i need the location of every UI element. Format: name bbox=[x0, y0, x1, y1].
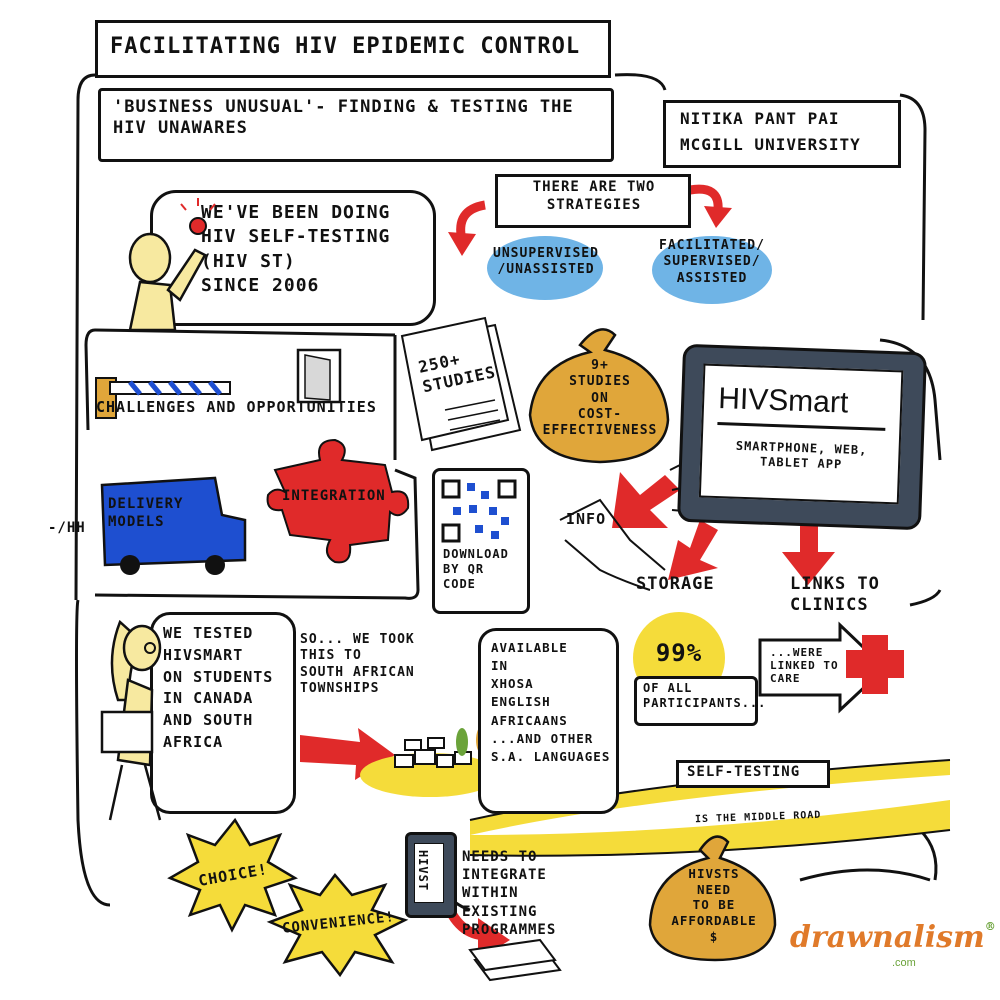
app-name: HIVSmart bbox=[717, 382, 849, 420]
strategy-unsupervised: UNSUPERVISED /UNASSISTED bbox=[493, 246, 599, 278]
participants-box: OF ALL PARTICIPANTS... bbox=[634, 676, 765, 726]
qr-caption: DOWNLOAD BY QR CODE bbox=[443, 547, 509, 591]
tally-marks: -/HH bbox=[48, 520, 86, 536]
delivery-models-label: DELIVERY MODELS bbox=[108, 496, 184, 530]
challenges-label: CHALLENGES AND OPPORTUNITIES bbox=[96, 398, 377, 416]
strategy-facilitated: FACILITATED/ SUPERVISED/ ASSISTED bbox=[659, 238, 765, 286]
cost-effectiveness: 9+ STUDIES ON COST- EFFECTIVENESS bbox=[542, 358, 658, 438]
languages-text: AVAILABLE IN XHOSA ENGLISH AFRICAANS ...… bbox=[491, 640, 611, 764]
integrate-text: NEEDS TO INTEGRATE WITHIN EXISTING PROGR… bbox=[462, 849, 557, 938]
brand-logo: drawnalism® bbox=[790, 920, 996, 955]
tested-text: WE TESTED HIVSmart ON STUDENTS IN CANADA… bbox=[163, 624, 274, 751]
strategies-heading-box: THERE ARE TWO STRATEGIES bbox=[495, 174, 691, 228]
tablet-screen: HIVSmart SMARTPHONE, WEB, TABLET APP bbox=[698, 363, 904, 505]
presenter-box: NITIKA PANT PAI MCGILL UNIVERSITY bbox=[663, 100, 901, 168]
brand-name: drawnalism bbox=[790, 920, 985, 955]
qr-panel: DOWNLOAD BY QR CODE bbox=[432, 468, 530, 614]
title-box: FACILITATING HIV EPIDEMIC CONTROL bbox=[95, 20, 611, 78]
affordable-text: HIVSTs NEED TO BE AFFORDABLE $ bbox=[671, 866, 757, 944]
presenter-affiliation: MCGILL UNIVERSITY bbox=[680, 135, 861, 154]
linkage-participants: OF ALL PARTICIPANTS... bbox=[643, 681, 767, 710]
integration-label: INTEGRATION bbox=[282, 488, 386, 504]
qr-code-icon bbox=[441, 479, 517, 543]
app-platforms: SMARTPHONE, WEB, TABLET APP bbox=[735, 438, 868, 472]
townships-text: SO... WE TOOK THIS TO SOUTH AFRICAN TOWN… bbox=[300, 632, 415, 696]
subtitle-box: 'BUSINESS UNUSUAL'- FINDING & TESTING TH… bbox=[98, 88, 614, 162]
languages-box: AVAILABLE IN XHOSA ENGLISH AFRICAANS ...… bbox=[478, 628, 619, 814]
brand-reg: ® bbox=[984, 920, 996, 933]
tablet-device: HIVSmart SMARTPHONE, WEB, TABLET APP bbox=[676, 343, 928, 531]
linkage-linked: ...WERE LINKED TO CARE bbox=[770, 646, 839, 686]
self-testing-intro-box: WE'VE BEEN DOING HIV SELF-TESTING (HIV S… bbox=[150, 190, 436, 326]
presenter-name: NITIKA PANT PAI bbox=[680, 109, 840, 128]
subtitle: 'BUSINESS UNUSUAL'- FINDING & TESTING TH… bbox=[113, 97, 574, 139]
road-sign: SELF-TESTING bbox=[676, 760, 830, 788]
app-output-links: LINKS TO CLINICS bbox=[790, 574, 880, 616]
strategies-heading: THERE ARE TWO STRATEGIES bbox=[532, 179, 656, 213]
app-output-info: INFO bbox=[566, 510, 607, 528]
self-testing-intro: WE'VE BEEN DOING HIV SELF-TESTING (HIV S… bbox=[201, 202, 391, 296]
tested-box: WE TESTED HIVSmart ON STUDENTS IN CANADA… bbox=[150, 612, 296, 814]
road-sign-text: SELF-TESTING bbox=[687, 764, 801, 780]
linkage-percent: 99% bbox=[655, 639, 703, 667]
phone-device: HIVST bbox=[405, 832, 457, 918]
brand-domain: .com bbox=[892, 957, 916, 969]
page-title: FACILITATING HIV EPIDEMIC CONTROL bbox=[110, 34, 581, 59]
app-output-storage: STORAGE bbox=[636, 574, 715, 594]
device-label: HIVST bbox=[416, 849, 431, 892]
